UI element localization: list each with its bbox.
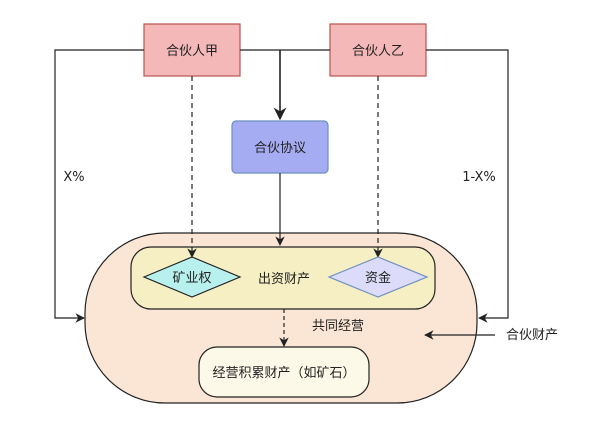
mining-right-label: 矿业权 bbox=[172, 270, 211, 286]
partner-b-label: 合伙人乙 bbox=[352, 44, 404, 59]
partner-b-share-edge bbox=[426, 49, 509, 323]
funds-diamond bbox=[327, 256, 429, 298]
accumulated-property-box bbox=[198, 346, 370, 398]
partnership-property-label: 合伙财产 bbox=[506, 328, 558, 343]
agreement-label: 合伙协议 bbox=[254, 141, 306, 156]
funds-label: 资金 bbox=[365, 270, 391, 286]
share-a-label: X% bbox=[63, 170, 84, 185]
partner-a-label: 合伙人甲 bbox=[166, 44, 218, 59]
partner-a-share-edge bbox=[54, 49, 144, 323]
contributed-property-label: 出资财产 bbox=[258, 272, 310, 287]
accumulated-property-label: 经营积累财产（如矿石） bbox=[212, 365, 355, 381]
joint-operation-label: 共同经营 bbox=[312, 319, 364, 334]
contributed-property-container bbox=[130, 246, 436, 310]
mining-right-diamond bbox=[142, 256, 242, 298]
share-b-label: 1-X% bbox=[462, 170, 496, 185]
